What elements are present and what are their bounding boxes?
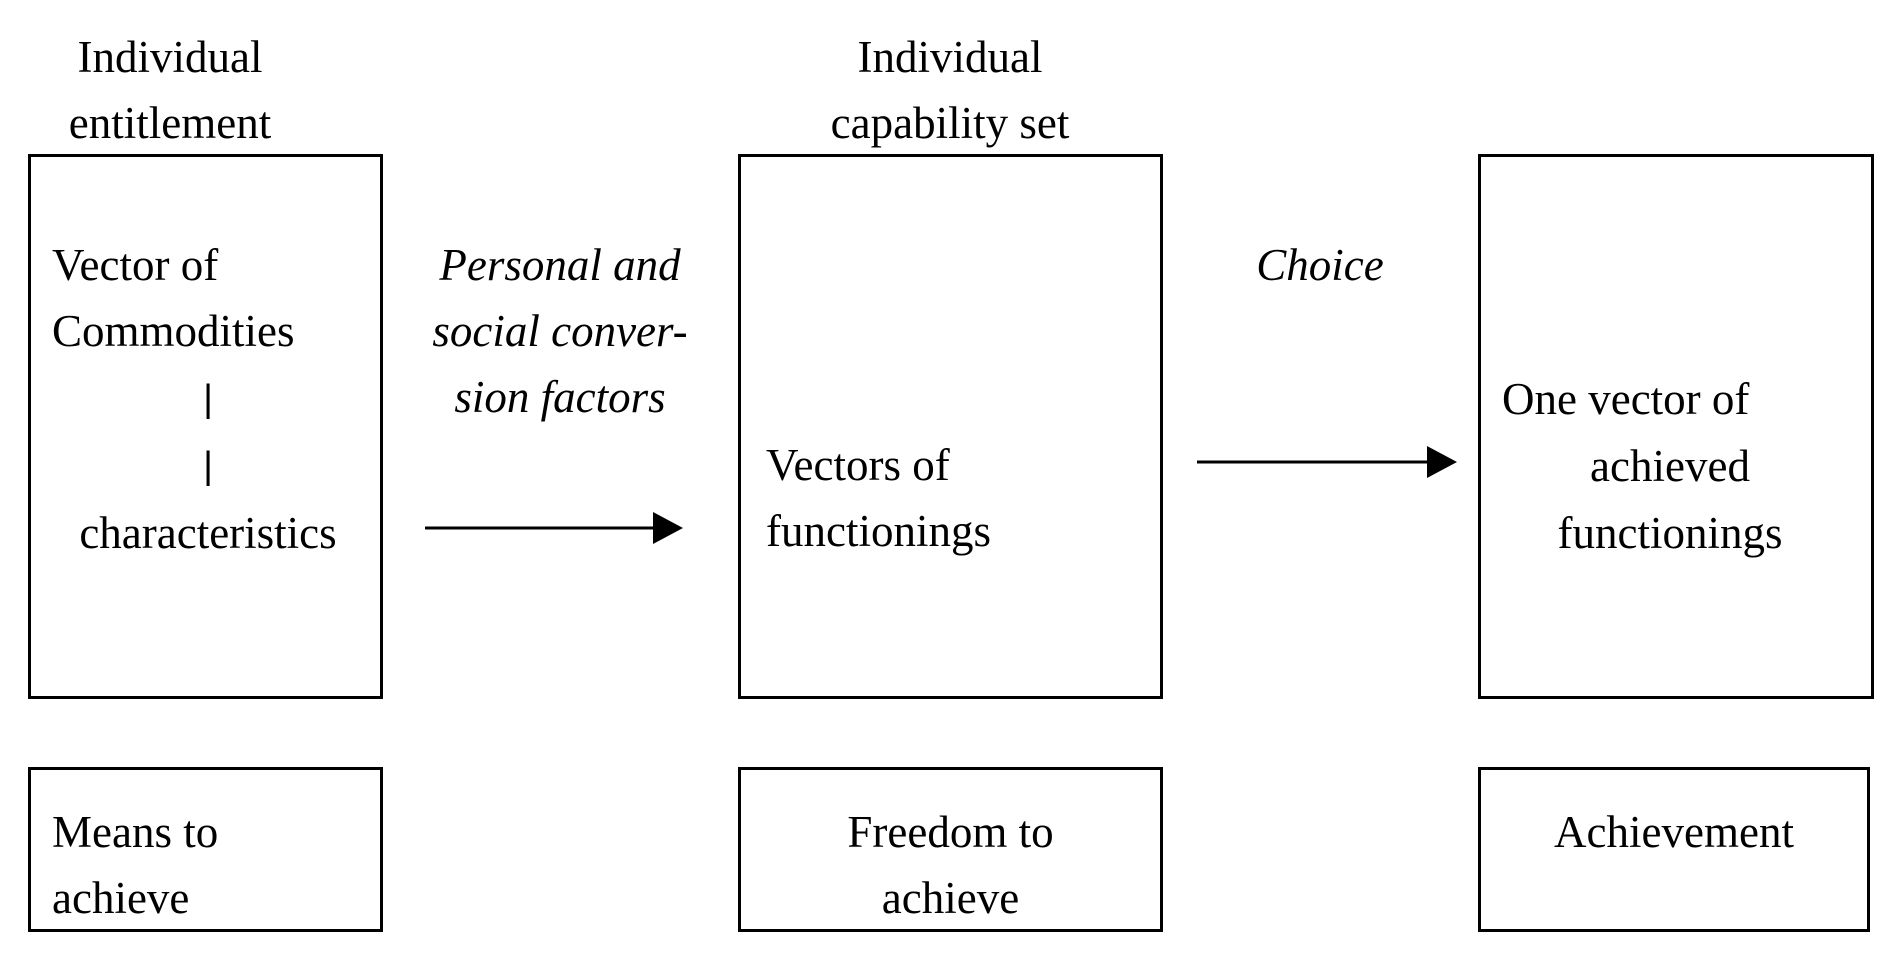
achieved-functionings-box (1478, 154, 1874, 699)
achieved-line-one-vector-of: One vector of (1502, 374, 1750, 424)
achieved-line-achieved: achieved (1590, 441, 1750, 491)
choice-label: Choice (1256, 240, 1384, 290)
header-entitlement-line-2: entitlement (68, 98, 272, 148)
achievement-text: Achievement (1554, 807, 1794, 857)
entitlement-line-commodities: Commodities (52, 306, 295, 356)
entitlement-separator-2: | (203, 445, 213, 487)
conversion-label-line-3: sion factors (454, 372, 666, 422)
choice-arrow-icon (1197, 446, 1457, 478)
means-line-1: Means to (52, 807, 219, 857)
header-entitlement-line-1: Individual (77, 32, 263, 82)
entitlement-box-top-text: Vector of Commodities (52, 232, 295, 364)
entitlement-line-characteristics: characteristics (79, 508, 337, 558)
conversion-factors-label: Personal and social conver- sion factors (400, 232, 720, 430)
means-line-2: achieve (52, 873, 190, 923)
achievement-box (1478, 767, 1870, 932)
header-capability-line-2: capability set (830, 98, 1070, 148)
header-individual-capability-set: Individual capability set (780, 24, 1120, 156)
header-individual-entitlement: Individual entitlement (30, 24, 310, 156)
header-capability-line-1: Individual (857, 32, 1043, 82)
conversion-arrow-icon (425, 512, 683, 544)
entitlement-box (28, 154, 383, 699)
means-to-achieve-box (28, 767, 383, 932)
freedom-line-2: achieve (881, 873, 1020, 923)
conversion-label-line-1: Personal and (439, 240, 681, 290)
capability-box-text: Vectors of functionings (766, 432, 991, 564)
achieved-line-functionings: functionings (1557, 508, 1783, 558)
freedom-to-achieve-text: Freedom to achieve (738, 799, 1163, 931)
capability-line-vectors-of: Vectors of (766, 440, 950, 490)
capability-line-functionings: functionings (766, 506, 991, 556)
means-to-achieve-text: Means to achieve (52, 799, 218, 931)
capability-box (738, 154, 1163, 699)
entitlement-separator-1: | (203, 378, 213, 420)
entitlement-line-vector-of: Vector of (52, 240, 219, 290)
freedom-to-achieve-box (738, 767, 1163, 932)
conversion-label-line-2: social conver- (432, 306, 688, 356)
freedom-line-1: Freedom to (847, 807, 1054, 857)
